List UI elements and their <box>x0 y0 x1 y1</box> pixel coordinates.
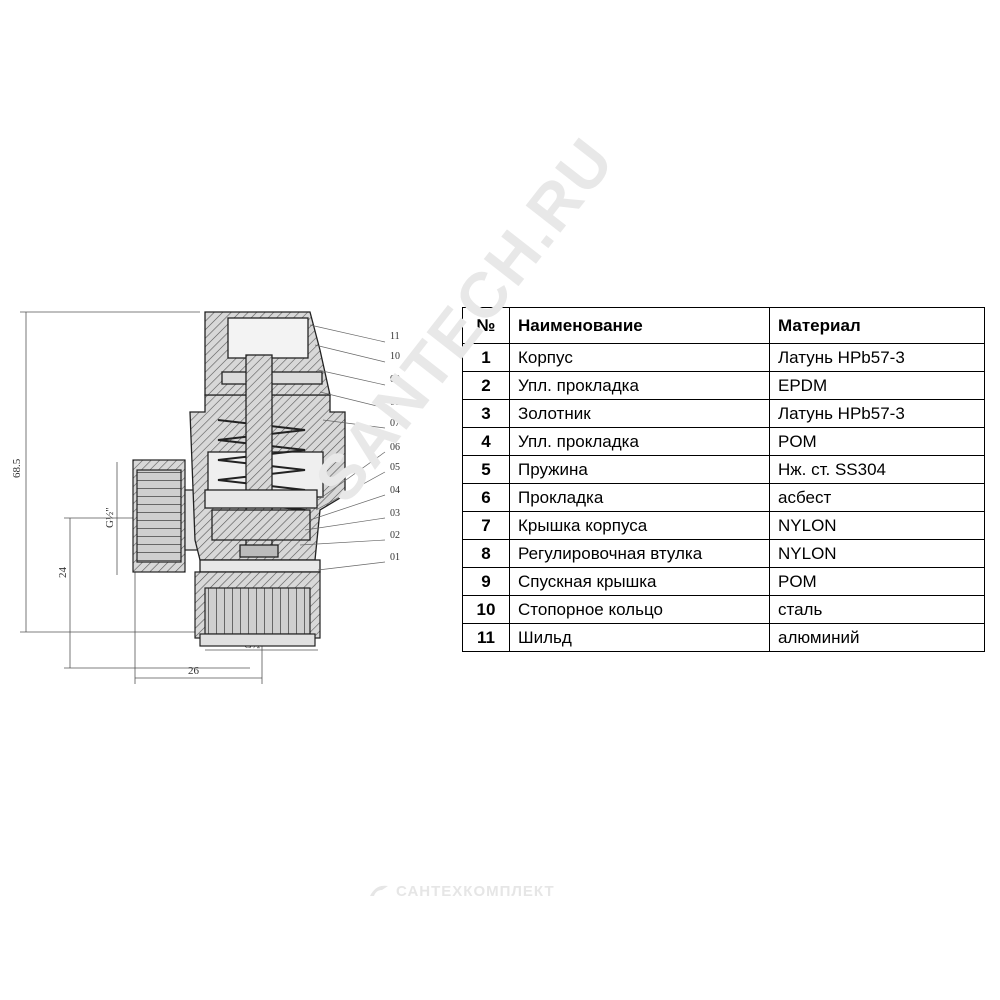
cell-number: 10 <box>462 595 510 624</box>
cell-name: Пружина <box>509 455 770 484</box>
part-number-03: 03 <box>390 508 400 519</box>
company-logo-icon <box>370 885 388 896</box>
cell-name: Золотник <box>509 399 770 428</box>
dim-width-inlet: 26 <box>188 665 200 677</box>
cell-number: 11 <box>462 623 510 652</box>
cell-name: Регулировочная втулка <box>509 539 770 568</box>
cell-name: Корпус <box>509 343 770 372</box>
part-number-07: 07 <box>390 418 400 429</box>
cell-number: 9 <box>462 567 510 596</box>
cell-number: 2 <box>462 371 510 400</box>
bottom-watermark: САНТЕХКОМПЛЕКТ <box>368 882 555 900</box>
part-leader-lines <box>299 324 386 571</box>
valve-stem <box>204 354 318 558</box>
cell-name: Спускная крышка <box>509 567 770 596</box>
cell-number: 3 <box>462 399 510 428</box>
cell-material: NYLON <box>769 539 985 568</box>
cell-name: Крышка корпуса <box>509 511 770 540</box>
part-number-05: 05 <box>390 462 400 473</box>
cell-material: сталь <box>769 595 985 624</box>
table-header-row: № Наименование Материал <box>462 307 985 344</box>
header-material: Материал <box>769 307 985 344</box>
dim-thread-side: G½" <box>104 507 116 528</box>
part-number-11: 11 <box>390 331 400 342</box>
cell-name: Шильд <box>509 623 770 652</box>
part-number-04: 04 <box>390 485 400 496</box>
cell-number: 5 <box>462 455 510 484</box>
cell-number: 1 <box>462 343 510 372</box>
cell-number: 4 <box>462 427 510 456</box>
part-number-02: 02 <box>390 530 400 541</box>
cell-material: POM <box>769 567 985 596</box>
cell-material: Латунь HPb57-3 <box>769 399 985 428</box>
dimension-lines <box>20 311 318 684</box>
valve-cap <box>204 311 331 396</box>
cell-material: EPDM <box>769 371 985 400</box>
cell-name: Упл. прокладка <box>509 371 770 400</box>
cell-material: Латунь HPb57-3 <box>769 343 985 372</box>
header-name: Наименование <box>509 307 770 344</box>
cell-material: асбест <box>769 483 985 512</box>
cell-name: Упл. прокладка <box>509 427 770 456</box>
cell-material: алюминий <box>769 623 985 652</box>
cell-name: Прокладка <box>509 483 770 512</box>
dim-height-total: 68.5 <box>11 458 23 478</box>
part-numbers: 11 10 09 08 07 06 05 04 03 02 01 <box>390 331 400 563</box>
cell-material: POM <box>769 427 985 456</box>
part-number-01: 01 <box>390 552 400 563</box>
cell-material: NYLON <box>769 511 985 540</box>
part-number-10: 10 <box>390 351 400 362</box>
bottom-watermark-text: САНТЕХКОМПЛЕКТ <box>396 882 555 900</box>
side-inlet-fitting <box>132 459 211 573</box>
cell-number: 6 <box>462 483 510 512</box>
cell-number: 7 <box>462 511 510 540</box>
bottom-outlet-fitting <box>194 571 321 647</box>
part-number-06: 06 <box>390 442 400 453</box>
header-number: № <box>462 307 510 344</box>
dim-height-outlet: 24 <box>57 567 69 579</box>
cell-number: 8 <box>462 539 510 568</box>
cell-name: Стопорное кольцо <box>509 595 770 624</box>
part-number-08: 08 <box>390 397 400 408</box>
part-number-09: 09 <box>390 374 400 385</box>
cell-material: Нж. ст. SS304 <box>769 455 985 484</box>
